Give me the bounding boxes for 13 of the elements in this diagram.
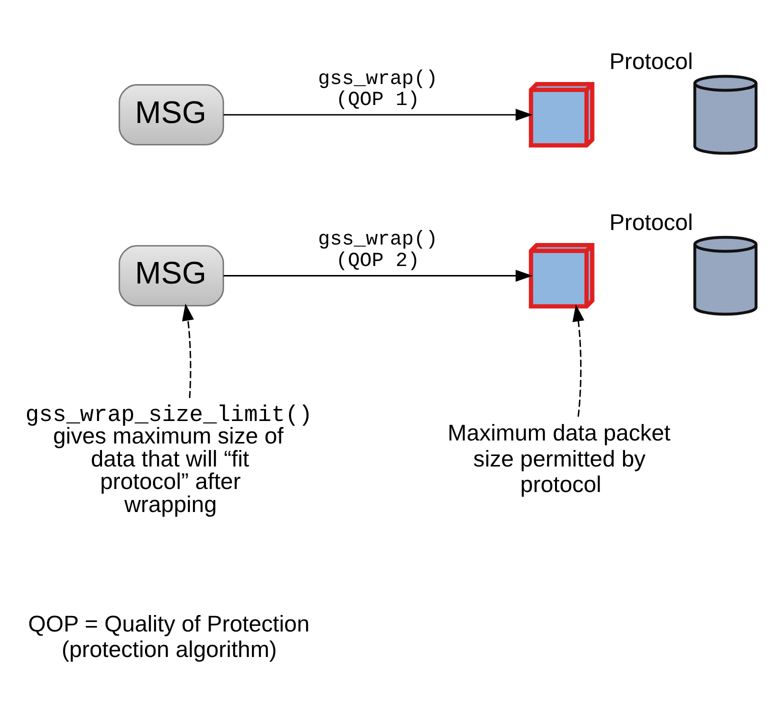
node-label: Protocol <box>609 47 693 74</box>
arrow <box>182 303 194 398</box>
arrow <box>224 269 533 282</box>
edge-label: gss_wrap() (QOP 1) <box>318 66 438 111</box>
node-text: gss_wrap_size_limit() gives maximum size of data that will “fit protocol” after wrapping <box>25 401 312 516</box>
node-box: MSG <box>118 244 224 306</box>
arrow <box>224 108 533 120</box>
label: QOP = Quality of Protection (protection algorithm) <box>28 610 310 662</box>
edge-label: gss_wrap() (QOP 2) <box>318 227 438 272</box>
node-box: MSG <box>118 84 224 145</box>
node-text: Maximum data packet size permitted by protocol <box>448 419 671 496</box>
node-label: Protocol <box>609 208 693 234</box>
arrow <box>572 304 584 416</box>
